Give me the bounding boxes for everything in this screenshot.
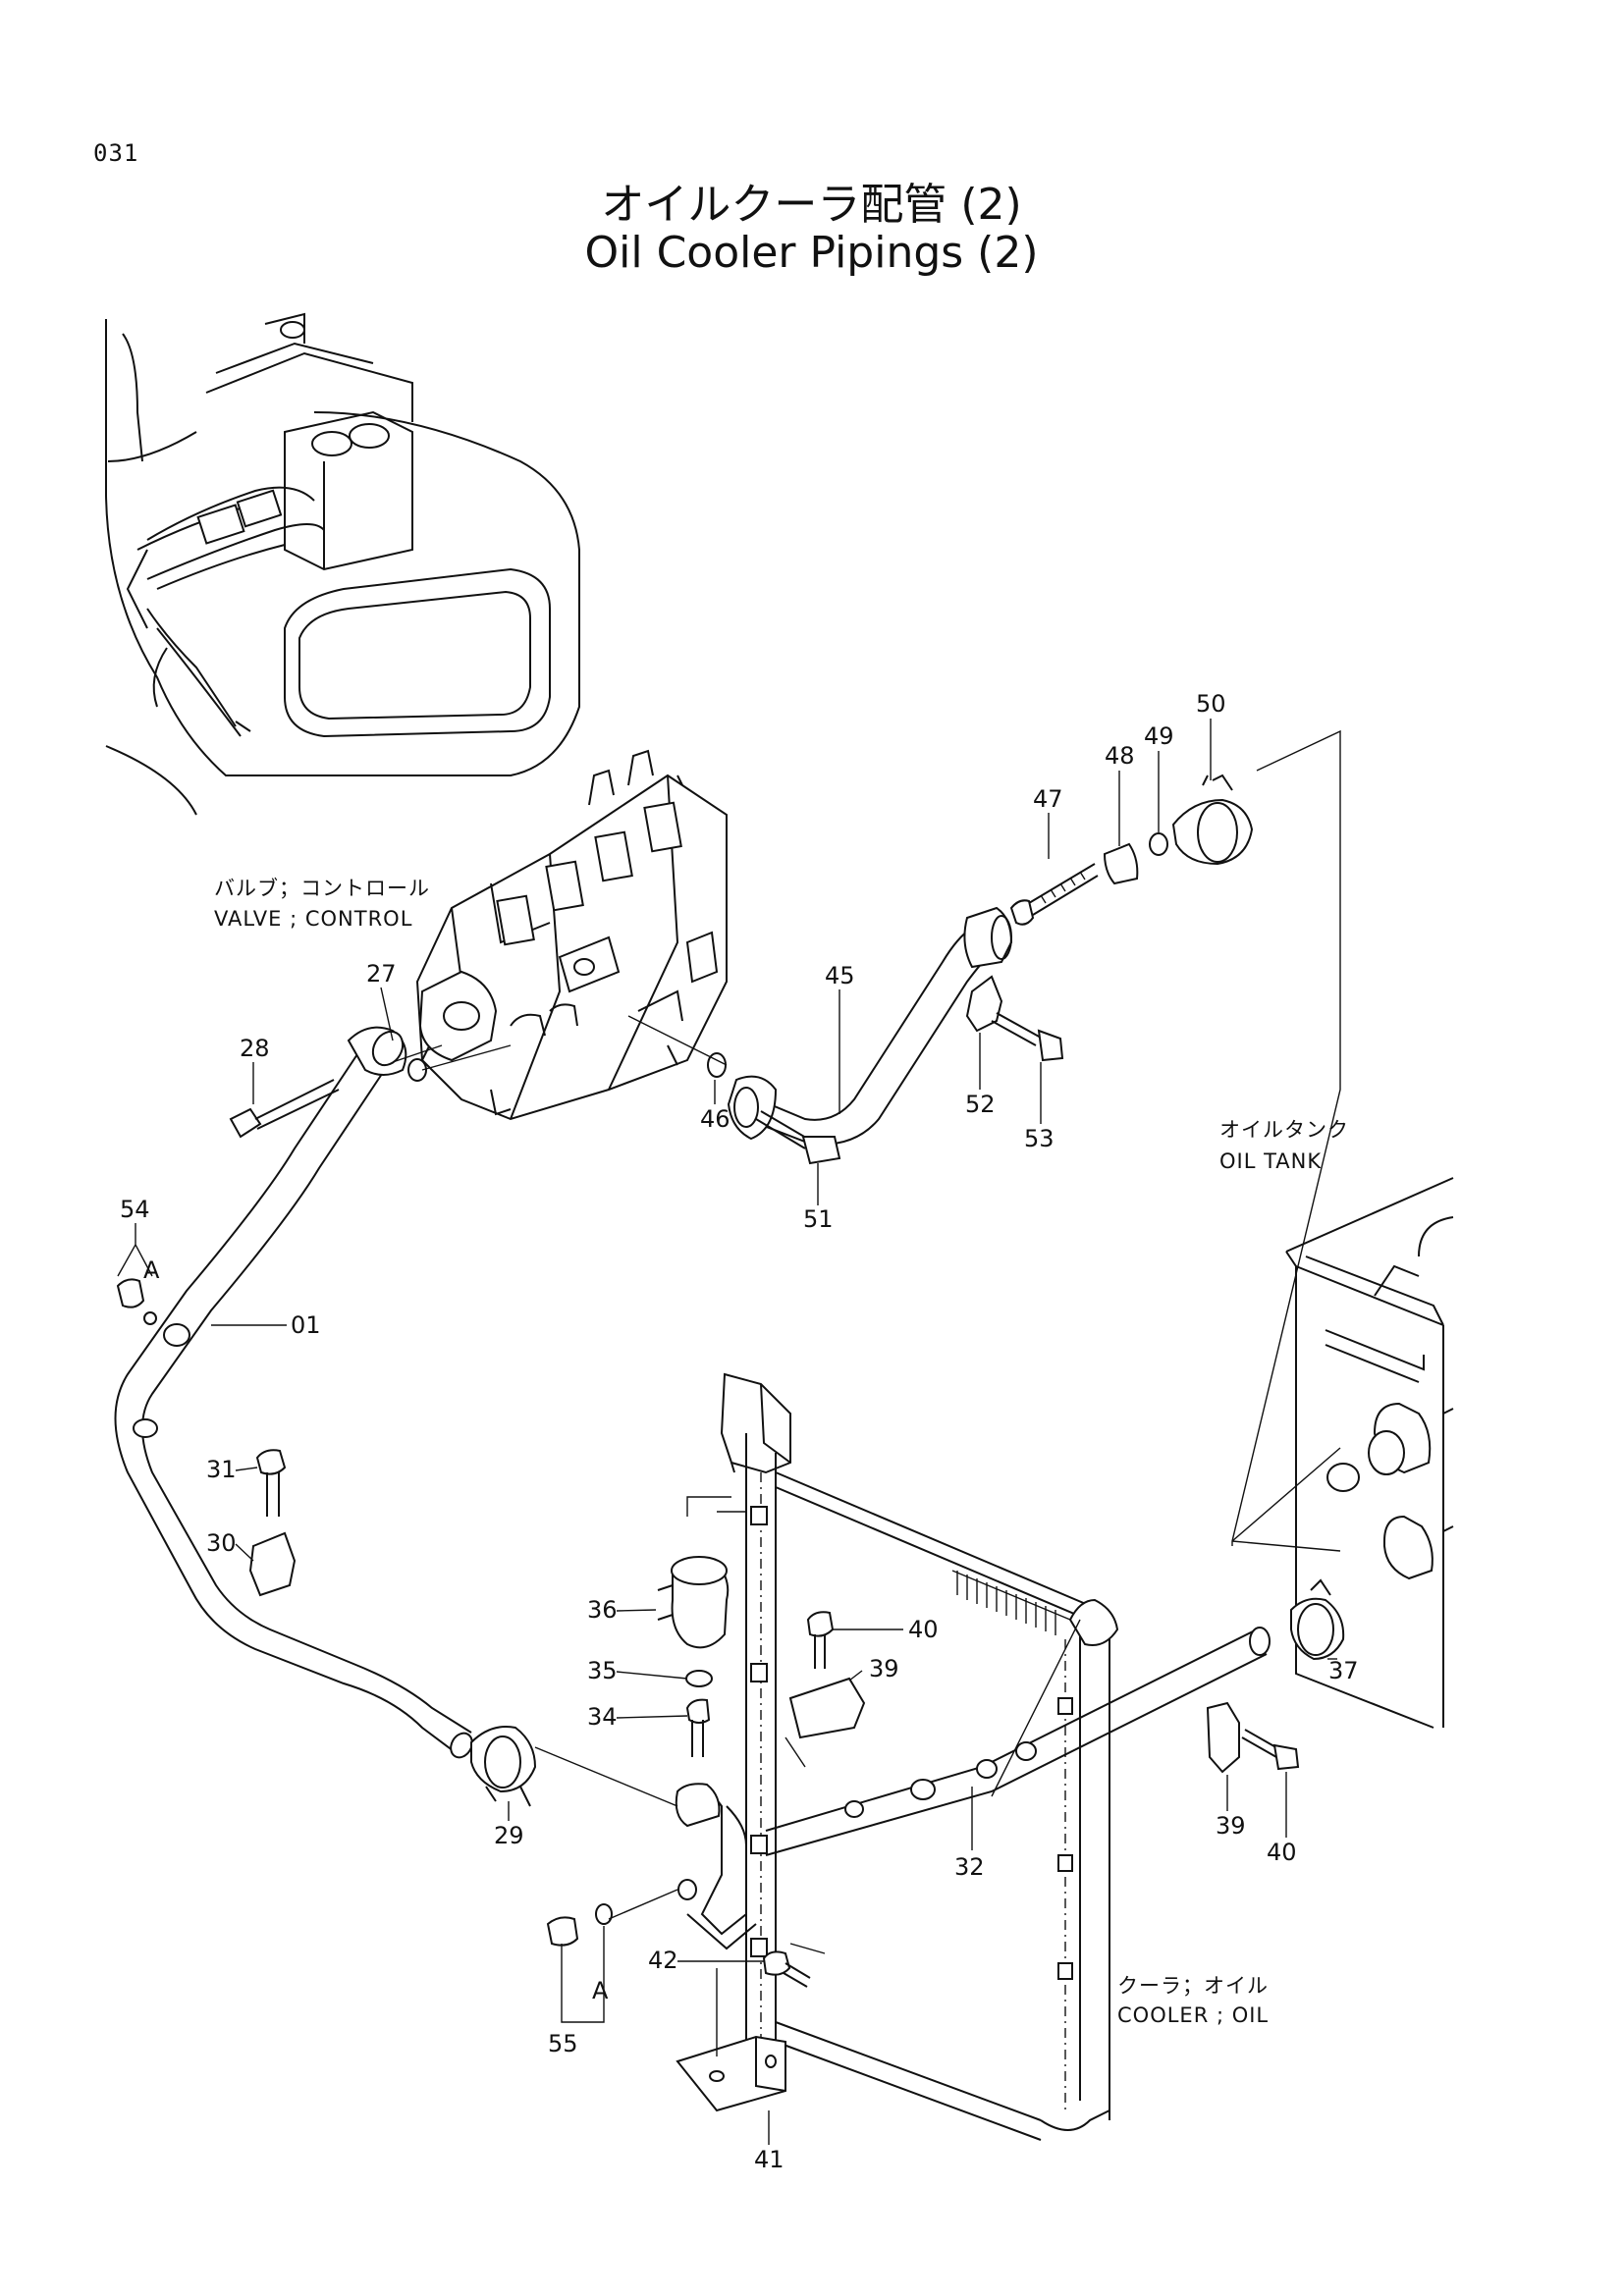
pipe-01 [114, 1026, 473, 1759]
part-label-40b: 40 [1267, 1839, 1297, 1866]
page-code: 031 [93, 139, 139, 167]
part-label-47: 47 [1033, 785, 1063, 813]
component-labels: バルブ；コントロール VALVE ; CONTROL オイルタンク OIL TA… [214, 877, 1349, 2027]
tank-label-en: OIL TANK [1219, 1149, 1322, 1173]
part-label-45: 45 [825, 962, 855, 989]
part-label-29: 29 [494, 1822, 524, 1849]
page-title-jp: オイルクーラ配管 (2) [601, 180, 1022, 230]
pipe-32 [765, 1627, 1271, 1856]
part-label-46: 46 [700, 1105, 730, 1133]
elbow-connector [675, 1783, 757, 1950]
part-label-40a: 40 [908, 1616, 939, 1643]
oil-cooler-drawing [720, 1372, 1119, 2141]
part-label-34: 34 [587, 1703, 618, 1731]
ref-label-a-top: A [143, 1256, 160, 1284]
oil-tank-drawing [1285, 1177, 1454, 1729]
hardware-parts [116, 774, 1345, 2112]
valve-label-en: VALVE ; CONTROL [214, 907, 412, 931]
part-label-30: 30 [206, 1529, 237, 1557]
page-title-en: Oil Cooler Pipings (2) [584, 228, 1039, 278]
part-label-39a: 39 [869, 1655, 899, 1682]
part-label-50: 50 [1196, 690, 1226, 718]
ref-label-a-bottom: A [592, 1977, 609, 2004]
part-label-49: 49 [1144, 722, 1174, 750]
valve-label-jp: バルブ；コントロール [214, 877, 430, 900]
part-label-01: 01 [291, 1311, 321, 1339]
part-label-42: 42 [648, 1947, 678, 1974]
cooler-fins [951, 1570, 1071, 1635]
part-label-28: 28 [240, 1035, 270, 1062]
part-label-48: 48 [1105, 742, 1135, 770]
part-label-31: 31 [206, 1456, 237, 1483]
machine-body-drawing [105, 312, 580, 816]
cooler-label-jp: クーラ；オイル [1117, 1974, 1269, 1998]
control-valve-drawing [415, 749, 728, 1121]
part-label-37: 37 [1328, 1657, 1359, 1684]
part-label-41: 41 [754, 2146, 784, 2173]
part-label-51: 51 [803, 1205, 834, 1233]
part-label-27: 27 [366, 960, 397, 988]
part-label-53: 53 [1024, 1125, 1055, 1152]
part-label-52: 52 [965, 1091, 996, 1118]
part-label-39b: 39 [1216, 1812, 1246, 1840]
leader-lines [392, 729, 1341, 2056]
part-labels: 01 27 28 29 30 31 32 34 35 36 37 39 39 4… [117, 690, 1359, 2173]
part-label-54: 54 [120, 1196, 150, 1223]
cooler-label-en: COOLER ; OIL [1117, 2003, 1269, 2027]
part-label-35: 35 [587, 1657, 618, 1684]
part-label-36: 36 [587, 1596, 618, 1624]
part-label-32: 32 [954, 1853, 985, 1881]
tank-label-jp: オイルタンク [1219, 1118, 1349, 1142]
part-label-55: 55 [548, 2030, 578, 2057]
